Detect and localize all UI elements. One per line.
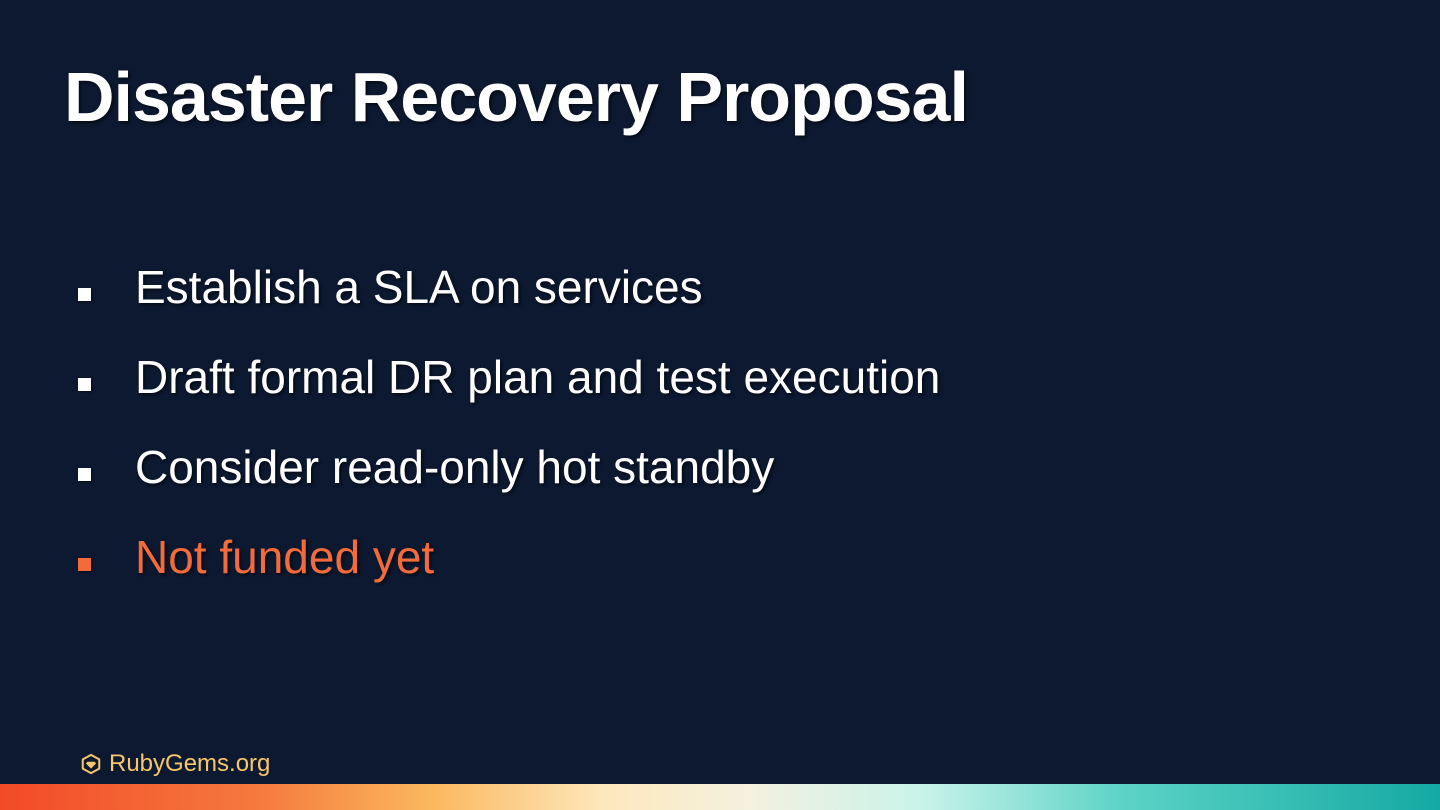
bullet-marker-icon (78, 557, 91, 571)
bullet-text: Consider read-only hot standby (135, 441, 775, 493)
bullet-item: Establish a SLA on services (78, 258, 940, 316)
bullet-item: Draft formal DR plan and test execution (78, 348, 940, 406)
bullet-text: Establish a SLA on services (135, 261, 703, 313)
bullet-text: Draft formal DR plan and test execution (135, 351, 941, 403)
bullet-item: Consider read-only hot standby (78, 438, 940, 496)
slide-title: Disaster Recovery Proposal (64, 58, 969, 136)
footer-gradient-bar (0, 784, 1440, 810)
bullet-item-highlighted: Not funded yet (78, 528, 940, 586)
rubygems-logo: RubyGems.org (80, 749, 270, 779)
bullet-list: Establish a SLA on services Draft formal… (78, 258, 940, 618)
bullet-marker-icon (78, 287, 91, 301)
bullet-text: Not funded yet (135, 531, 435, 583)
bullet-marker-icon (78, 377, 91, 391)
rubygems-gem-icon (81, 753, 101, 775)
bullet-marker-icon (78, 467, 91, 481)
footer-logo-text: RubyGems.org (109, 750, 271, 777)
